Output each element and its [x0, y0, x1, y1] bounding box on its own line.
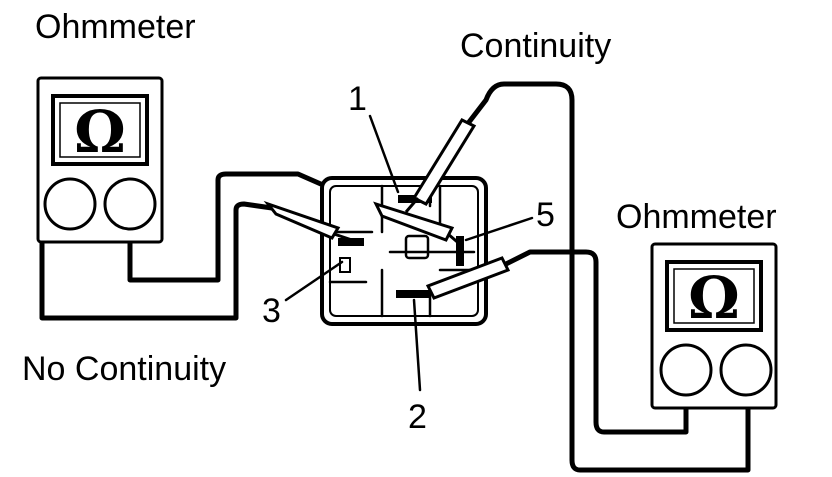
test-probes — [263, 118, 511, 300]
ohm-icon: Ω — [74, 98, 126, 166]
ohmmeter-left-jack-1 — [43, 177, 97, 231]
leader-5 — [464, 216, 534, 242]
ohmmeter-left-display-inner — [59, 102, 141, 158]
wire-right-meter-a — [463, 81, 751, 473]
wire-right-meter-b — [503, 249, 689, 435]
leader-3 — [284, 260, 344, 302]
ohmmeter-left: Ω — [36, 76, 164, 244]
relay-center-socket — [404, 234, 430, 260]
ohmmeter-left-display — [51, 94, 149, 166]
label-ohmmeter-right: Ohmmeter — [616, 198, 777, 236]
terminal-label-3: 3 — [262, 292, 281, 330]
label-no-continuity: No Continuity — [22, 350, 226, 388]
ohmmeter-left-jack-2 — [103, 177, 157, 231]
ohm-icon: Ω — [688, 264, 740, 332]
terminal-labels: 1 5 3 2 — [262, 80, 555, 436]
ohmmeter-right: Ω — [650, 242, 778, 410]
leader-1 — [368, 114, 400, 194]
terminal-label-2: 2 — [408, 398, 427, 436]
relay-terminal-2 — [396, 290, 430, 298]
relay-housing-inner — [329, 185, 479, 317]
test-probe-icon — [411, 256, 511, 300]
ohmmeter-right-display — [665, 260, 763, 332]
test-probe-icon — [373, 201, 463, 248]
test-probe-icon — [263, 200, 353, 242]
ohmmeter-right-jack-2 — [719, 343, 773, 397]
terminal-label-1: 1 — [348, 80, 367, 118]
label-ohmmeter-left: Ohmmeter — [35, 8, 196, 46]
test-probe-icon — [404, 118, 477, 213]
wire-left-meter-a — [127, 171, 383, 283]
wire-left-meter-b — [39, 201, 275, 321]
relay-terminal-5 — [456, 236, 464, 266]
relay-terminal-4 — [339, 257, 351, 273]
ohmmeter-right-jack-1 — [659, 343, 713, 397]
leader-2 — [412, 298, 422, 392]
relay-terminal-3 — [338, 238, 364, 246]
label-continuity: Continuity — [460, 27, 611, 65]
wires — [39, 81, 751, 473]
relay-icon — [320, 176, 488, 326]
terminal-label-5: 5 — [536, 196, 555, 234]
ohmmeter-right-display-inner — [673, 268, 755, 324]
